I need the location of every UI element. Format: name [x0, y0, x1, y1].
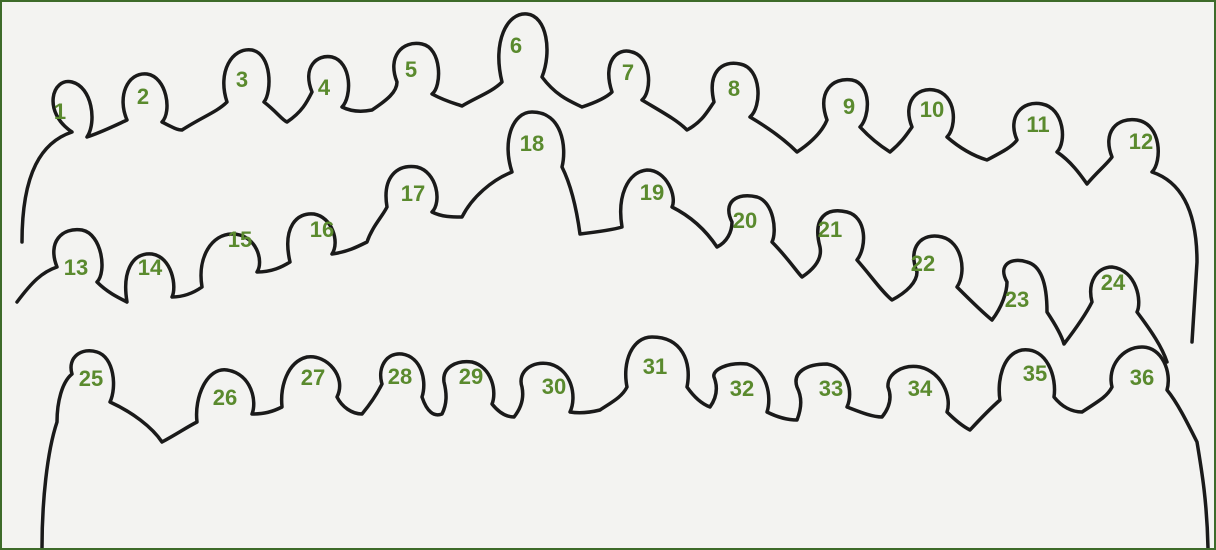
person-number-label: 20 — [733, 210, 757, 232]
person-number-label: 16 — [310, 219, 334, 241]
person-number-label: 12 — [1129, 131, 1153, 153]
person-number-label: 18 — [520, 133, 544, 155]
person-number-label: 24 — [1101, 272, 1125, 294]
person-number-label: 26 — [213, 387, 237, 409]
person-number-label: 23 — [1005, 289, 1029, 311]
person-number-label: 19 — [640, 182, 664, 204]
person-number-label: 22 — [911, 253, 935, 275]
person-number-label: 13 — [64, 257, 88, 279]
person-number-label: 28 — [388, 366, 412, 388]
person-number-label: 35 — [1023, 363, 1047, 385]
person-number-label: 4 — [318, 77, 330, 99]
person-number-label: 34 — [908, 378, 932, 400]
person-number-label: 14 — [138, 257, 162, 279]
person-number-label: 15 — [228, 229, 252, 251]
person-number-label: 33 — [819, 378, 843, 400]
person-number-label: 11 — [1026, 114, 1049, 136]
person-number-label: 21 — [818, 219, 842, 241]
person-number-label: 5 — [405, 59, 417, 81]
person-number-label: 3 — [236, 69, 248, 91]
person-number-label: 31 — [643, 356, 667, 378]
person-number-label: 10 — [920, 99, 944, 121]
person-number-label: 6 — [510, 35, 522, 57]
person-number-label: 32 — [730, 378, 754, 400]
person-number-label: 8 — [728, 78, 740, 100]
person-number-label: 27 — [301, 367, 325, 389]
person-number-label: 25 — [79, 368, 103, 390]
person-number-label: 1 — [54, 101, 66, 123]
person-number-label: 7 — [622, 62, 634, 84]
person-number-label: 9 — [843, 96, 855, 118]
person-number-label: 29 — [459, 366, 483, 388]
person-number-label: 2 — [137, 86, 149, 108]
person-number-label: 36 — [1130, 367, 1154, 389]
person-number-label: 17 — [401, 183, 425, 205]
person-number-label: 30 — [542, 376, 566, 398]
